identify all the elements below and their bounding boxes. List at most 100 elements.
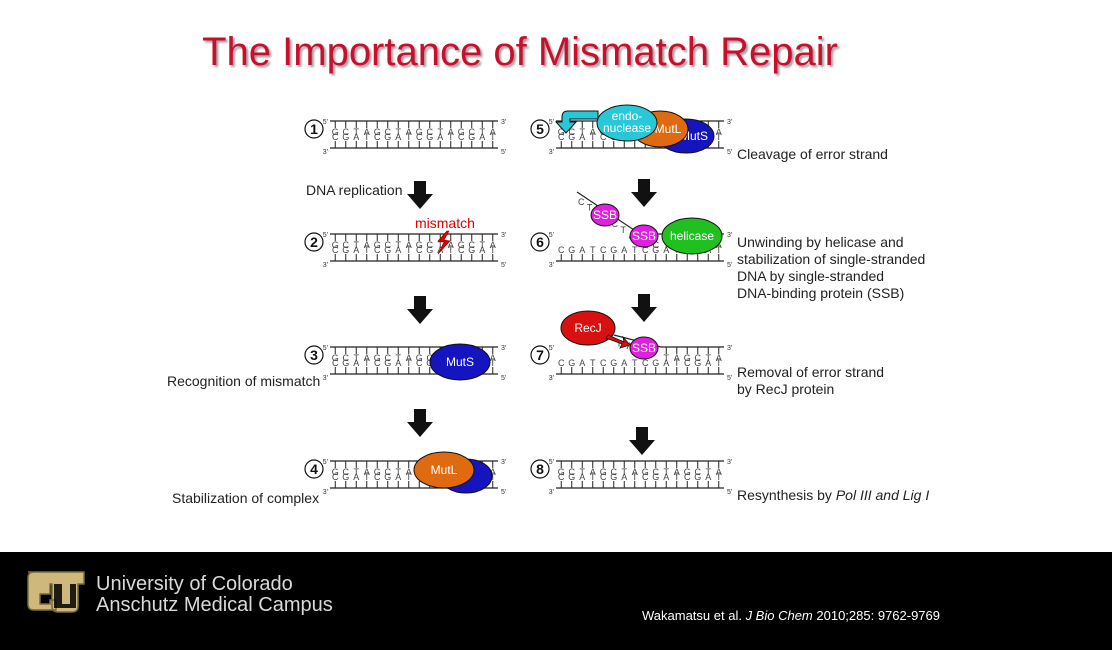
prime-label: 5' (549, 232, 554, 239)
dna-base-top: C (653, 240, 660, 250)
helicase-ssb-step6: SSB SSB helicase (590, 203, 723, 255)
dna-base-top: C (385, 353, 392, 363)
university-name: University of Colorado Anschutz Medical … (96, 574, 333, 616)
step7-label-line1: Removal of error strand (737, 364, 884, 380)
dna-base-top: T (396, 467, 402, 477)
prime-label: 3' (501, 119, 506, 126)
dna-base-bottom: C (684, 472, 691, 482)
prime-label: 3' (501, 459, 506, 466)
dna-base-top: A (674, 353, 680, 363)
dna-base-top: A (632, 467, 638, 477)
prime-label: 5' (501, 149, 506, 156)
dna-base-bottom: T (716, 245, 722, 255)
step-number-3-text: 3 (310, 347, 318, 363)
dna-base-top: C (385, 467, 392, 477)
step6-label-line1: Unwinding by helicase and (737, 234, 904, 250)
dna-base-top: G (558, 467, 565, 477)
step-number-8-text: 8 (536, 461, 544, 477)
dna-base-bottom: C (374, 472, 381, 482)
prime-label: 5' (501, 262, 506, 269)
dna-base-top: A (490, 127, 496, 137)
mutl-label-step5: MutL (655, 122, 682, 136)
dna-base-top: G (458, 240, 465, 250)
dna-base-top: C (343, 353, 350, 363)
step7-label-line2: by RecJ protein (737, 381, 834, 397)
dna-base-top: C (385, 127, 392, 137)
citation-journal: J Bio Chem (745, 608, 813, 623)
prime-label: 5' (727, 375, 732, 382)
step8-label-italic: Pol III and Lig I (836, 487, 930, 503)
ssb-label-1: SSB (593, 208, 617, 222)
prime-label: 3' (549, 375, 554, 382)
dna-base-bottom: A (395, 472, 401, 482)
dna-base-top: G (374, 467, 381, 477)
dna-base-top: T (706, 467, 712, 477)
dna-base-bottom: A (395, 132, 401, 142)
dna-base-bottom: G (610, 245, 617, 255)
dna-base-bottom: A (353, 472, 359, 482)
dna-base-top: G (458, 127, 465, 137)
dna-base-top: C (569, 467, 576, 477)
recj-ssb-step7: RecJ SSB (560, 310, 659, 360)
dna-base-top: T (706, 353, 712, 363)
down-arrow-icon (629, 427, 655, 455)
dna-base-top: T (396, 127, 402, 137)
dna-base-bottom: T (364, 358, 370, 368)
step-number-6-text: 6 (536, 234, 544, 250)
dna-base-bottom: C (558, 358, 565, 368)
dna-base-bottom: A (579, 358, 585, 368)
dna-base-bottom: A (579, 245, 585, 255)
prime-label: 5' (549, 119, 554, 126)
prime-label: 3' (323, 262, 328, 269)
prime-label: 5' (501, 489, 506, 496)
dna-base-bottom: T (406, 358, 412, 368)
dna-base-bottom: T (674, 358, 680, 368)
dna-base-bottom: A (621, 472, 627, 482)
dna-base-bottom: T (632, 472, 638, 482)
dna-base-bottom: A (437, 132, 443, 142)
prime-label: 5' (501, 375, 506, 382)
dna-base-top: A (364, 240, 370, 250)
step-number-5-text: 5 (536, 121, 544, 137)
university-line1: University of Colorado (96, 573, 293, 595)
dna-base-bottom: T (590, 132, 596, 142)
cleavage-arrow-icon (554, 110, 599, 134)
dna-base-top: T (580, 467, 586, 477)
dna-base-bottom: A (479, 245, 485, 255)
dna-base-bottom: G (384, 245, 391, 255)
step-number-5: 5 (530, 119, 550, 139)
dna-base-top: A (448, 127, 454, 137)
dna-base-bottom: A (621, 358, 627, 368)
dna-base-top: G (684, 467, 691, 477)
step-number-3: 3 (304, 345, 324, 365)
dna-base-top: C (343, 467, 350, 477)
dna-base-bottom: G (568, 358, 575, 368)
dna-base-top: G (416, 353, 423, 363)
dna-base-top: C (427, 353, 434, 363)
dna-base-top: G (416, 127, 423, 137)
down-arrow-icon (407, 409, 433, 437)
dna-base-bottom: C (600, 358, 607, 368)
dna-base-bottom: C (558, 132, 565, 142)
dna-base-bottom: C (416, 245, 423, 255)
dna-base-top: C (611, 467, 618, 477)
dna-base-bottom: T (590, 358, 596, 368)
dna-base-bottom: T (490, 245, 496, 255)
dna-base-top: T (354, 240, 360, 250)
dna-base-bottom: A (579, 132, 585, 142)
dna-base-bottom: C (558, 245, 565, 255)
dna-base-top: G (332, 127, 339, 137)
step-number-6: 6 (530, 232, 550, 252)
dna-base-bottom: G (568, 245, 575, 255)
dna-base-bottom: G (426, 245, 433, 255)
dna-base-top: C (695, 467, 702, 477)
dna-base-top: T (438, 240, 444, 250)
dna-base-bottom: C (642, 245, 649, 255)
dna-base-unwound: T (587, 202, 593, 212)
prime-label: 3' (727, 345, 732, 352)
dna-base-bottom: T (364, 245, 370, 255)
step-number-1-text: 1 (310, 121, 318, 137)
